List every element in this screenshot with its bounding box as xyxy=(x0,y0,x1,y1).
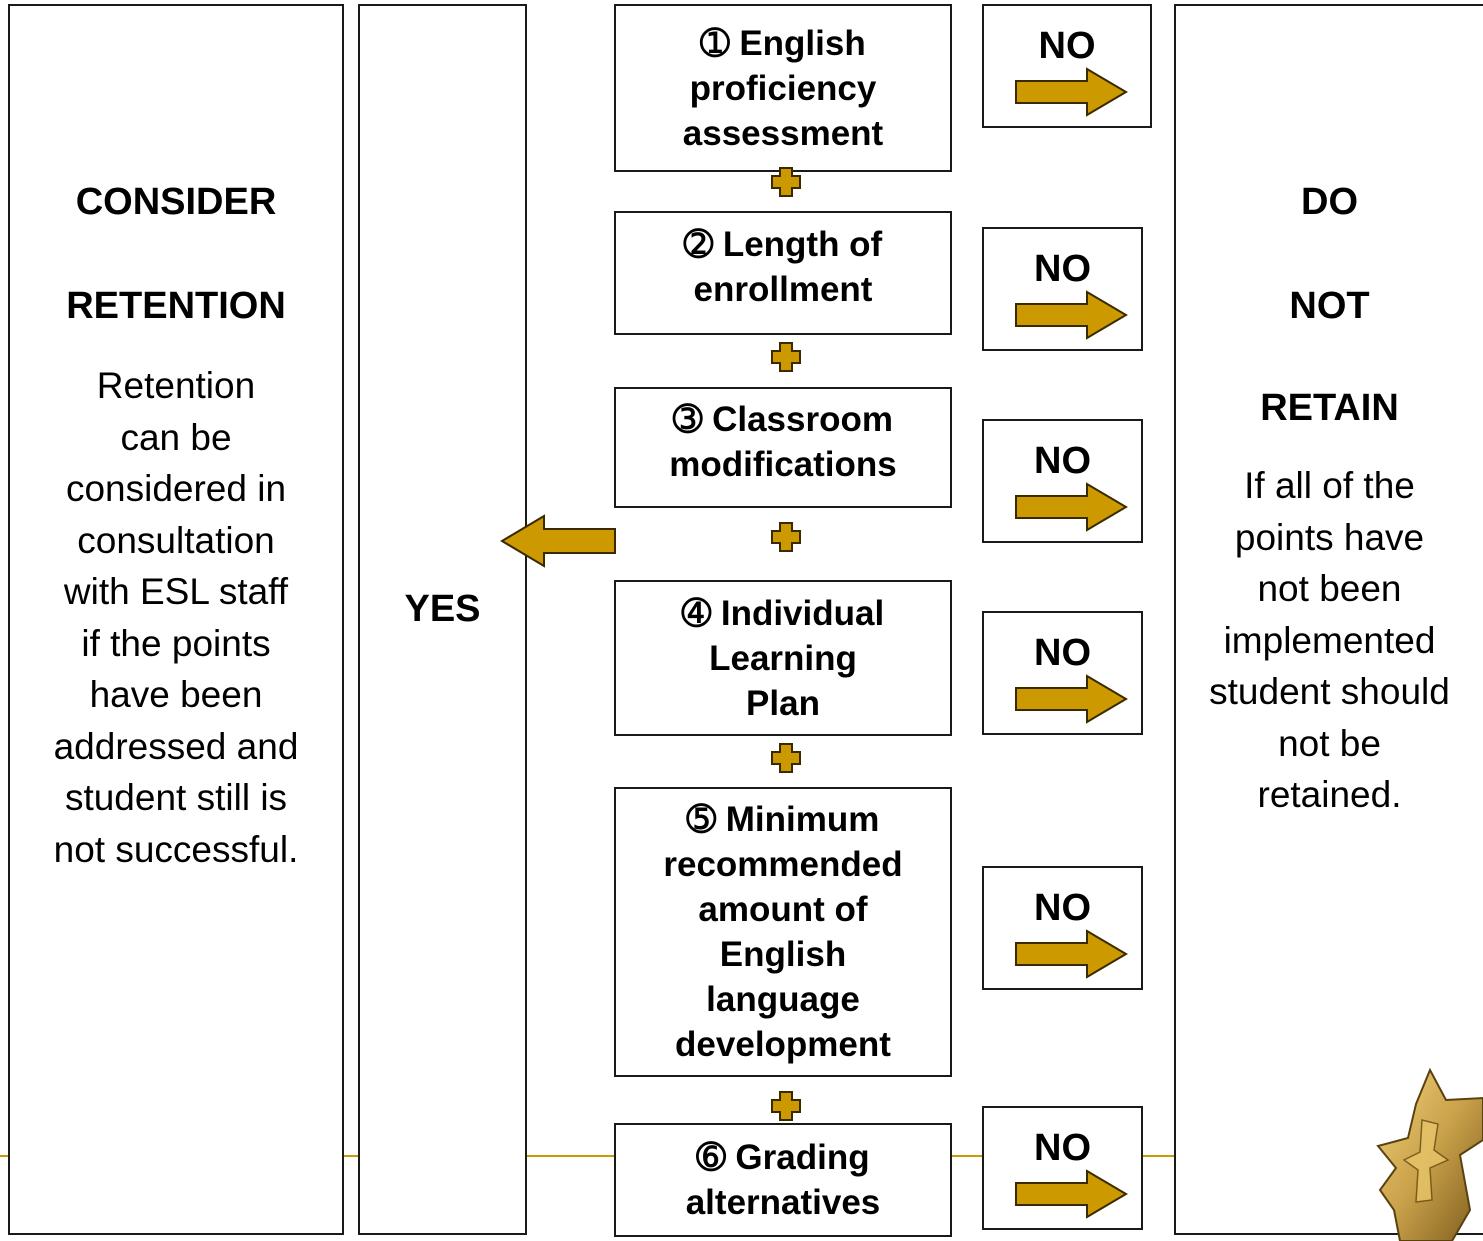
no-label: NO xyxy=(1034,248,1091,290)
no-label: NO xyxy=(1038,25,1096,67)
left-arrow-icon xyxy=(500,514,616,568)
not-title: NOT xyxy=(1289,285,1370,327)
retention-title: RETENTION xyxy=(66,285,286,327)
step-2-box: ➁ Length of enrollment xyxy=(614,211,952,335)
no-box-5: NO xyxy=(982,866,1143,990)
plus-icon xyxy=(771,1091,801,1121)
consider-retention-text: Retention can be considered in consultat… xyxy=(53,365,299,870)
no-label: NO xyxy=(1034,632,1091,674)
yes-box: YES xyxy=(358,4,527,1235)
step-4-label: ➃ Individual Learning Plan xyxy=(681,593,885,723)
star-figure-logo xyxy=(1376,1067,1483,1241)
step-6-label: ➅ Grading alternatives xyxy=(685,1138,881,1222)
consider-retention-box: CONSIDER RETENTION Retention can be cons… xyxy=(8,4,344,1235)
no-box-3: NO xyxy=(982,419,1143,543)
right-arrow-icon xyxy=(1015,929,1128,979)
plus-icon xyxy=(771,167,801,197)
no-box-1: NO xyxy=(982,4,1152,128)
no-box-2: NO xyxy=(982,227,1143,351)
no-box-6: NO xyxy=(982,1106,1143,1230)
no-label: NO xyxy=(1034,887,1091,929)
plus-icon xyxy=(771,522,801,552)
step-1-box: ➀ English proficiency assessment xyxy=(614,4,952,172)
plus-icon xyxy=(771,342,801,372)
no-box-4: NO xyxy=(982,611,1143,735)
step-3-label: ➂ Classroom modifications xyxy=(669,399,897,484)
plus-icon xyxy=(771,743,801,773)
yes-label: YES xyxy=(404,588,481,630)
consider-title: CONSIDER xyxy=(75,181,277,223)
right-arrow-icon xyxy=(1015,674,1128,724)
right-arrow-icon xyxy=(1015,1169,1128,1219)
step-5-label: ➄ Minimum recommended amount of English … xyxy=(663,800,903,1064)
no-label: NO xyxy=(1034,1127,1091,1169)
do-not-retain-box: DO NOT RETAIN If all of the points have … xyxy=(1174,4,1483,1235)
step-4-box: ➃ Individual Learning Plan xyxy=(614,580,952,736)
step-2-label: ➁ Length of enrollment xyxy=(683,225,883,309)
right-arrow-icon xyxy=(1015,290,1128,340)
step-3-box: ➂ Classroom modifications xyxy=(614,387,952,508)
retain-title: RETAIN xyxy=(1260,387,1399,429)
step-5-box: ➄ Minimum recommended amount of English … xyxy=(614,787,952,1077)
no-label: NO xyxy=(1034,440,1091,482)
right-arrow-icon xyxy=(1015,67,1128,117)
step-1-label: ➀ English proficiency assessment xyxy=(682,23,884,153)
do-title: DO xyxy=(1301,181,1358,223)
right-arrow-icon xyxy=(1015,482,1128,532)
step-6-box: ➅ Grading alternatives xyxy=(614,1123,952,1237)
do-not-retain-text: If all of the points have not been imple… xyxy=(1209,465,1450,815)
